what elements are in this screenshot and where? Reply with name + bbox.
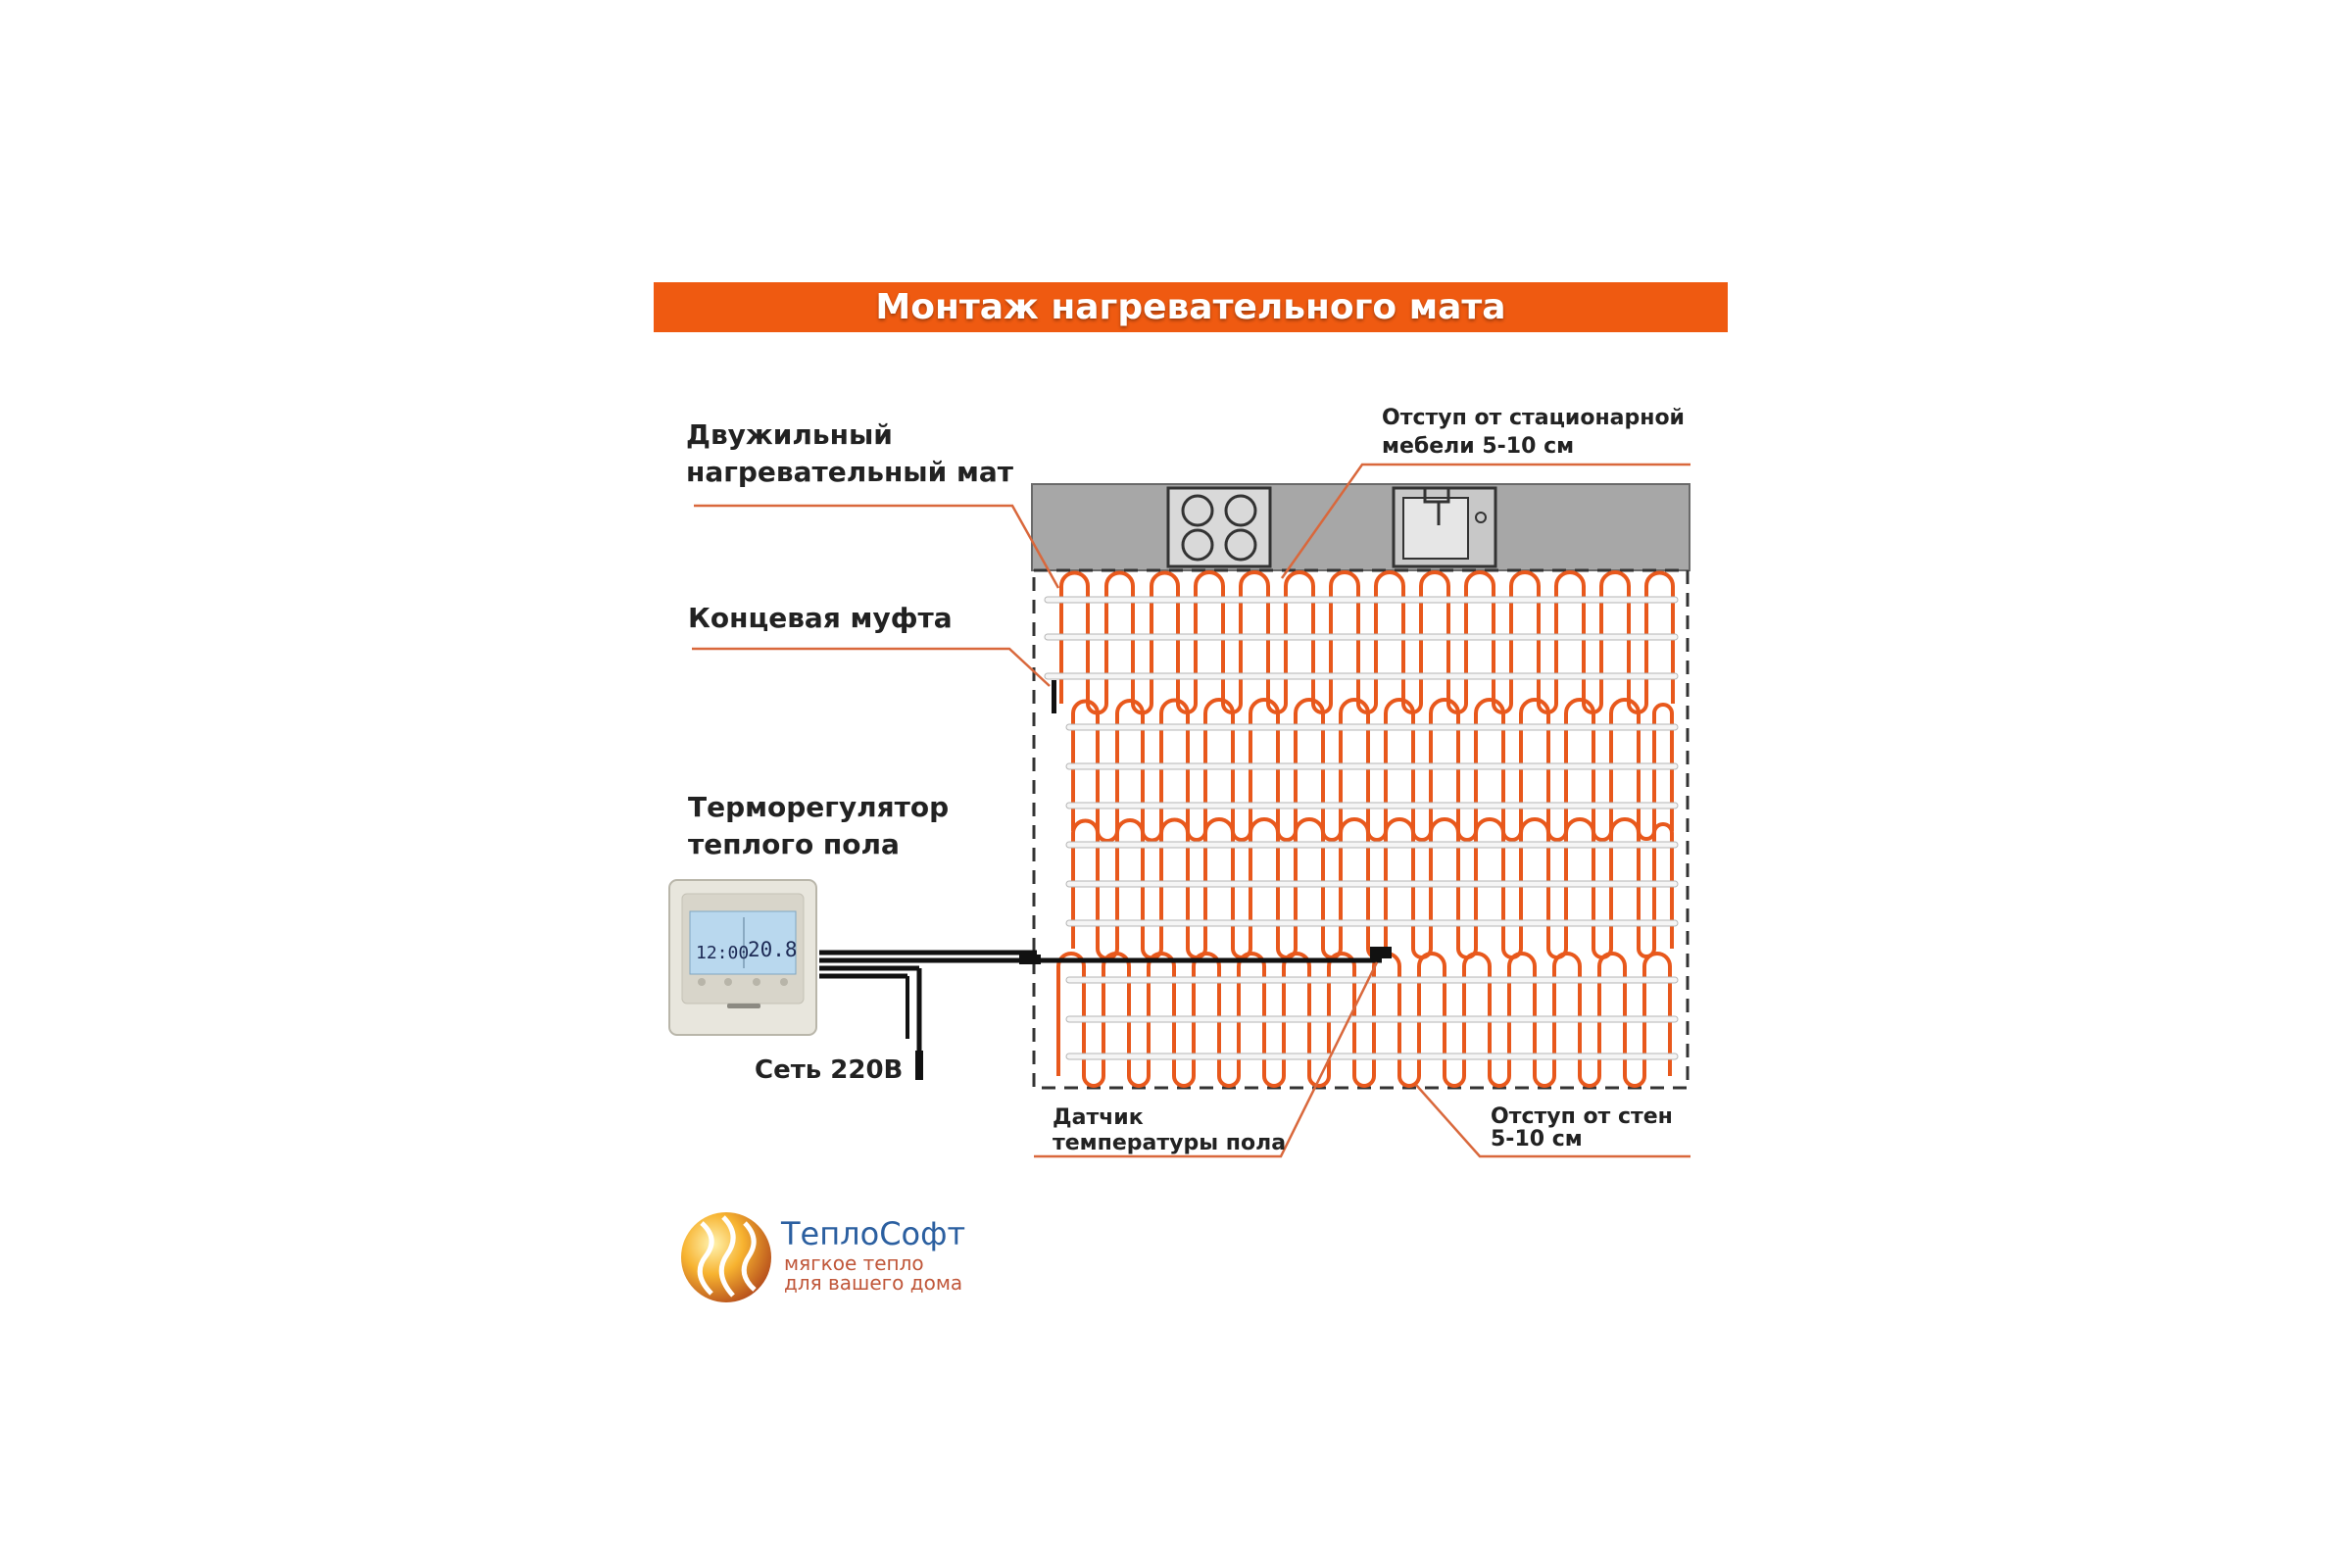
- leader-end-coupling: [692, 647, 1051, 687]
- title-banner: Монтаж нагревательного мата: [654, 282, 1728, 332]
- mesh-strip-10: [1065, 976, 1679, 984]
- floor-sensor: [1370, 947, 1392, 958]
- leader-furniture-offset: [1280, 463, 1690, 579]
- mat-mesh: [1044, 596, 1679, 1060]
- mesh-strip-11: [1065, 1015, 1679, 1023]
- mesh-strip-12: [1065, 1053, 1679, 1060]
- mesh-strip-9: [1065, 919, 1679, 927]
- label-end-coupling: Концевая муфта: [688, 602, 953, 634]
- mesh-strip-7: [1065, 841, 1679, 849]
- label-floor-sensor-line2: температуры пола: [1053, 1131, 1286, 1155]
- mesh-strip-5: [1065, 762, 1679, 770]
- heating-cable: [1056, 570, 1675, 1088]
- label-furniture-offset-line1: Отступ от стационарной: [1382, 406, 1685, 430]
- brand-logo-icon: [681, 1212, 771, 1302]
- stationary-furniture: [1031, 483, 1690, 571]
- mains-plug: [915, 1051, 923, 1080]
- label-heating-mat-line2: нагревательный мат: [686, 456, 1014, 488]
- label-wall-offset-line1: Отступ от стен: [1491, 1104, 1673, 1129]
- brand-tagline-line1: мягкое тепло: [784, 1251, 924, 1275]
- floor-boundary: [1032, 568, 1690, 1090]
- power-lead-connector: [1019, 955, 1041, 964]
- thermostat-time: 12:00: [696, 943, 749, 963]
- label-thermostat-line1: Терморегулятор: [688, 791, 949, 823]
- mesh-strip-1: [1044, 596, 1679, 604]
- brand-name: ТеплоСофт: [780, 1215, 965, 1252]
- mesh-strip-2: [1044, 633, 1679, 641]
- brand-tagline-line2: для вашего дома: [784, 1271, 962, 1295]
- leader-floor-sensor: [1034, 961, 1379, 1158]
- thermostat-icon: 12:00 20.8: [668, 879, 817, 1036]
- mesh-strip-3: [1044, 672, 1679, 680]
- mesh-strip-6: [1065, 802, 1679, 809]
- leader-wall-offset: [1415, 1084, 1690, 1158]
- mesh-strip-8: [1065, 880, 1679, 888]
- label-furniture-offset-line2: мебели 5-10 см: [1382, 434, 1574, 459]
- label-floor-sensor-line1: Датчик: [1053, 1105, 1144, 1130]
- label-wall-offset-line2: 5-10 см: [1491, 1127, 1583, 1152]
- sink-icon: [1392, 486, 1497, 568]
- label-heating-mat-line1: Двужильный: [686, 418, 893, 451]
- leader-lines: [692, 463, 1690, 1158]
- thermostat-temperature: 20.8: [748, 938, 798, 961]
- cooktop-icon: [1166, 486, 1272, 568]
- label-thermostat-line2: теплого пола: [688, 828, 900, 860]
- heating-cable-band-2: [1071, 698, 1674, 843]
- mesh-strip-4: [1065, 723, 1679, 731]
- heating-cable-band-1: [1059, 570, 1675, 715]
- label-mains: Сеть 220В: [755, 1055, 903, 1085]
- end-coupling: [1052, 680, 1056, 713]
- leader-heating-mat: [694, 504, 1060, 589]
- thermostat-wiring: [819, 950, 1382, 1078]
- heating-cable-band-4: [1056, 952, 1672, 1088]
